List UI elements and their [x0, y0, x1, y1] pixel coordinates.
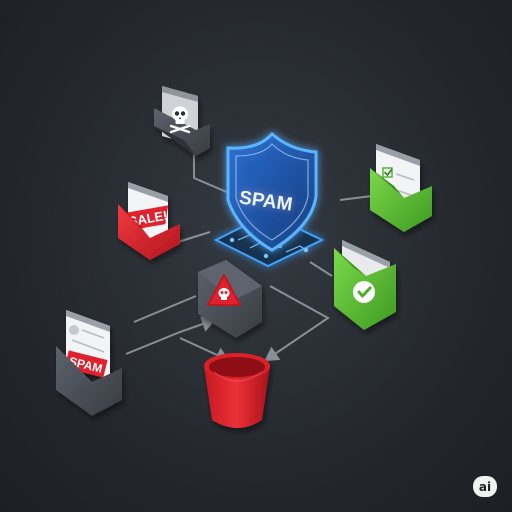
flow-line-doc-to-shield — [339, 195, 373, 201]
flow-line-skull-to-shield — [193, 152, 237, 197]
approved-document-envelope — [370, 144, 432, 232]
spam-envelope: SPAM — [56, 310, 122, 416]
flow-line-platform-to-bin — [264, 285, 330, 362]
small-check-icon — [383, 168, 393, 177]
skull-envelope — [154, 86, 210, 156]
warning-skull-icon — [207, 274, 241, 306]
checkmark-icon — [353, 281, 375, 303]
spam-shield-icon: SPAM — [226, 131, 318, 252]
trash-bin-icon — [204, 353, 270, 428]
warning-envelope — [198, 260, 262, 338]
flow-line-platform-to-green — [309, 261, 333, 277]
flow-line-warning-to-left — [133, 295, 197, 323]
flow-line-spam-to-warning — [125, 316, 216, 355]
safe-envelope — [334, 240, 396, 330]
sale-envelope: SALE! — [118, 182, 180, 260]
ai-badge: ai — [473, 476, 497, 497]
flow-lines — [125, 152, 373, 363]
flow-line-sale-to-platform — [177, 231, 211, 243]
skull-icon — [169, 106, 191, 134]
